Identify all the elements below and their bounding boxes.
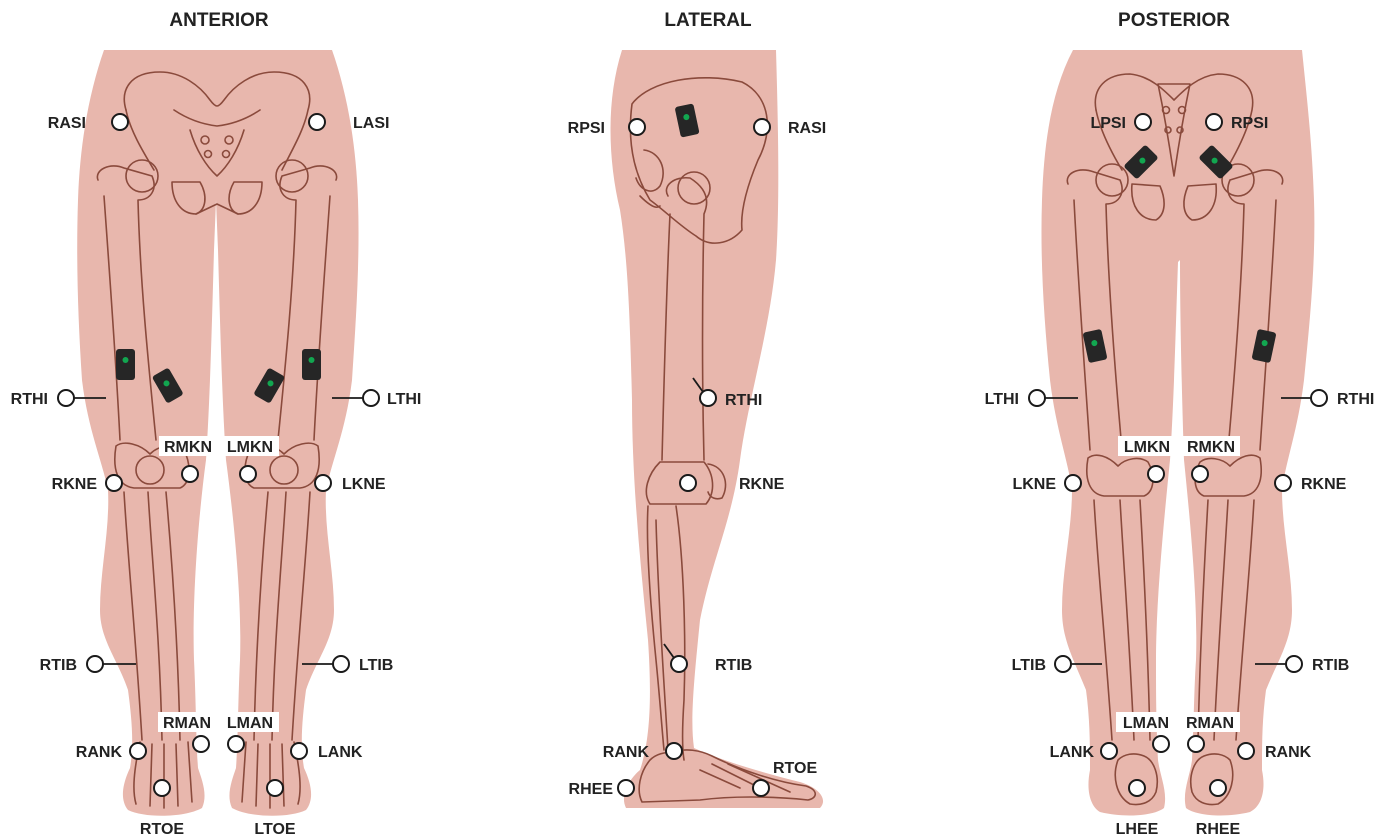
marker-posterior-ltib (1055, 656, 1071, 672)
label-lateral-rtib: RTIB (715, 657, 752, 674)
marker-posterior-rpsi (1206, 114, 1222, 130)
marker-anterior-lthi (363, 390, 379, 406)
posterior-title: POSTERIOR (1118, 10, 1230, 31)
lateral-title: LATERAL (664, 10, 752, 31)
label-lateral-rasi: RASI (788, 120, 826, 137)
marker-lateral-rtib (671, 656, 687, 672)
label-posterior-lkne: LKNE (1012, 476, 1056, 493)
marker-anterior-lman (228, 736, 244, 752)
label-anterior-rank: RANK (76, 744, 123, 761)
label-lateral-rpsi: RPSI (568, 120, 605, 137)
marker-anterior-rank (130, 743, 146, 759)
marker-anterior-rtib (87, 656, 103, 672)
anterior-title: ANTERIOR (169, 10, 269, 31)
label-anterior-lkne: LKNE (342, 476, 386, 493)
label-posterior-lhee: LHEE (1116, 821, 1159, 838)
posterior-body-silhouette (1041, 50, 1314, 815)
marker-anterior-lkne (315, 475, 331, 491)
marker-posterior-lmkn (1148, 466, 1164, 482)
marker-posterior-lkne (1065, 475, 1081, 491)
marker-anterior-lank (291, 743, 307, 759)
label-lateral-rhee: RHEE (569, 781, 614, 798)
label-anterior-lmkn: LMKN (227, 439, 273, 456)
marker-posterior-lthi (1029, 390, 1045, 406)
marker-posterior-lank (1101, 743, 1117, 759)
marker-posterior-rtib (1286, 656, 1302, 672)
label-posterior-rthi: RTHI (1337, 391, 1374, 408)
marker-lateral-rtoe (753, 780, 769, 796)
label-posterior-rtib: RTIB (1312, 657, 1349, 674)
label-anterior-lank: LANK (318, 744, 363, 761)
label-anterior-lman: LMAN (227, 715, 273, 732)
marker-lateral-rkne (680, 475, 696, 491)
marker-posterior-lpsi (1135, 114, 1151, 130)
marker-anterior-rmkn (182, 466, 198, 482)
sensor-right-thigh-lateral (116, 349, 135, 380)
label-anterior-rtib: RTIB (40, 657, 77, 674)
label-anterior-rthi: RTHI (11, 391, 48, 408)
label-posterior-rank: RANK (1265, 744, 1312, 761)
marker-anterior-rkne (106, 475, 122, 491)
marker-anterior-lmkn (240, 466, 256, 482)
marker-posterior-rhee (1210, 780, 1226, 796)
label-posterior-rmkn: RMKN (1187, 439, 1235, 456)
label-posterior-lthi: LTHI (985, 391, 1019, 408)
marker-lateral-rthi (700, 390, 716, 406)
anterior-view: ANTERIOR (11, 10, 422, 838)
label-anterior-rmkn: RMKN (164, 439, 212, 456)
label-lateral-rkne: RKNE (739, 476, 785, 493)
label-posterior-lank: LANK (1050, 744, 1095, 761)
label-anterior-lasi: LASI (353, 115, 389, 132)
label-posterior-lmkn: LMKN (1124, 439, 1170, 456)
marker-anterior-rasi (112, 114, 128, 130)
label-lateral-rank: RANK (603, 744, 650, 761)
label-lateral-rthi: RTHI (725, 392, 762, 409)
marker-lateral-rasi (754, 119, 770, 135)
marker-anterior-rthi (58, 390, 74, 406)
marker-anterior-ltoe (267, 780, 283, 796)
marker-anterior-lasi (309, 114, 325, 130)
lateral-view: LATERAL (568, 10, 827, 808)
label-anterior-rtoe: RTOE (140, 821, 184, 838)
label-posterior-rkne: RKNE (1301, 476, 1347, 493)
label-posterior-ltib: LTIB (1012, 657, 1046, 674)
marker-anterior-ltib (333, 656, 349, 672)
label-anterior-rasi: RASI (48, 115, 86, 132)
label-posterior-rhee: RHEE (1196, 821, 1241, 838)
label-anterior-rman: RMAN (163, 715, 211, 732)
sensor-left-thigh-lateral (302, 349, 321, 380)
label-lateral-rtoe: RTOE (773, 760, 817, 777)
marker-anterior-rtoe (154, 780, 170, 796)
marker-posterior-rmkn (1192, 466, 1208, 482)
label-posterior-rman: RMAN (1186, 715, 1234, 732)
marker-posterior-lman (1153, 736, 1169, 752)
marker-lateral-rpsi (629, 119, 645, 135)
marker-lateral-rhee (618, 780, 634, 796)
label-anterior-lthi: LTHI (387, 391, 421, 408)
marker-lateral-rank (666, 743, 682, 759)
label-anterior-rkne: RKNE (52, 476, 98, 493)
lateral-body-silhouette (611, 50, 824, 808)
label-posterior-lman: LMAN (1123, 715, 1169, 732)
marker-posterior-lhee (1129, 780, 1145, 796)
marker-anterior-rman (193, 736, 209, 752)
label-posterior-lpsi: LPSI (1090, 115, 1126, 132)
marker-posterior-rman (1188, 736, 1204, 752)
label-anterior-ltib: LTIB (359, 657, 393, 674)
label-posterior-rpsi: RPSI (1231, 115, 1268, 132)
marker-posterior-rkne (1275, 475, 1291, 491)
posterior-view: POSTERIOR (985, 10, 1375, 838)
marker-posterior-rthi (1311, 390, 1327, 406)
label-anterior-ltoe: LTOE (254, 821, 296, 838)
marker-posterior-rank (1238, 743, 1254, 759)
